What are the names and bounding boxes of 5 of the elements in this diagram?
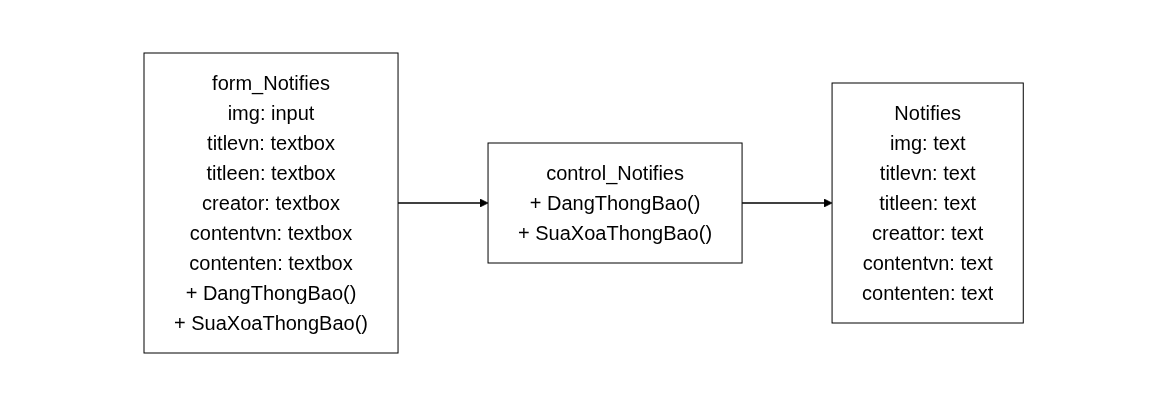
arrow (397, 198, 489, 207)
arrow (741, 198, 833, 207)
node-box: form_Notifies img: input titlevn: textbox titleen: textbox creator: textbox contentvn: textbox contenten: textbox + DangThongBao() + SuaXoaThongBao() (143, 52, 399, 353)
node-box: Notifies img: text titlevn: text titleen: text creattor: text contentvn: text contenten: text (831, 82, 1024, 323)
node-box: control_Notifies + DangThongBao() + SuaXoaThongBao() (487, 142, 743, 263)
